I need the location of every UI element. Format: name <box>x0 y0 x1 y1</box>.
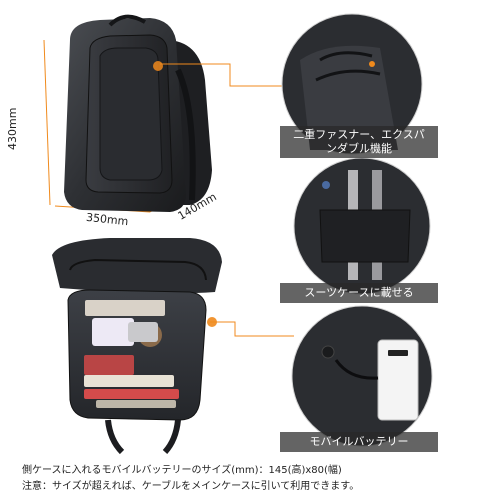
caption-zipper-line2: ンダブル機能 <box>326 142 392 155</box>
caption-zipper: 二重ファスナー、エクスパ ンダブル機能 <box>280 126 438 158</box>
height-label: 430mm <box>6 107 19 150</box>
backpack-open-view <box>52 238 222 455</box>
note-line-1: 側ケースに入れるモバイルバッテリーのサイズ(mm)：145(高)x80(幅) <box>22 465 342 476</box>
backpack-front-view <box>64 14 212 212</box>
callout-lines <box>160 63 294 337</box>
feature-circle-power-bank <box>291 305 433 447</box>
note-line-2: 注意：サイズが超えれば、ケーブルをメインケースに引いて利用できます。 <box>22 481 360 492</box>
caption-zipper-line1: 二重ファスナー、エクスパ <box>293 128 425 141</box>
caption-suitcase: スーツケースに載せる <box>280 283 438 303</box>
feature-circle-zipper <box>281 13 423 155</box>
caption-power-bank: モバイルバッテリー <box>280 432 438 452</box>
feature-circle-suitcase <box>293 157 431 295</box>
